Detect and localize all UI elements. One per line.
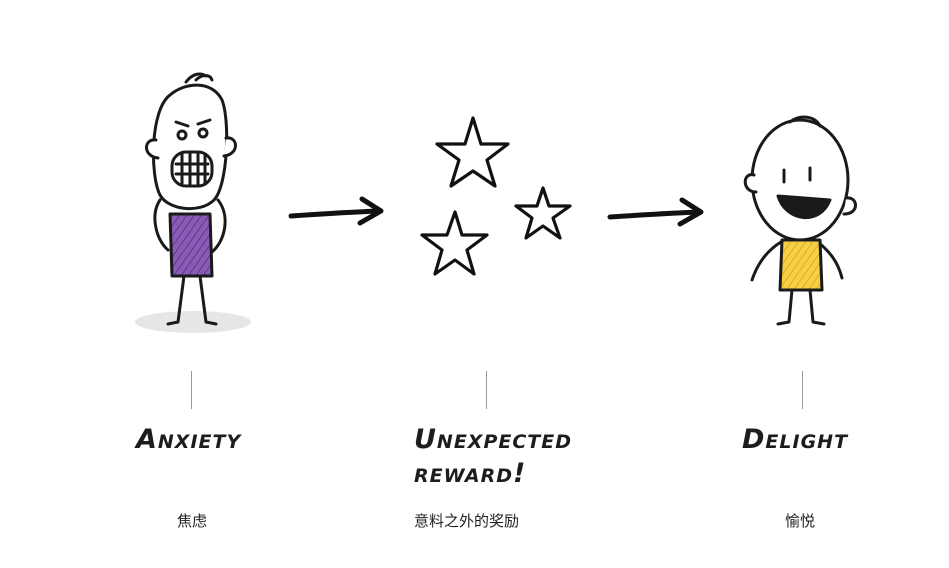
stage-title-anxiety: Anxiety: [136, 424, 242, 455]
divider: [802, 371, 803, 409]
divider: [486, 371, 487, 409]
stage-title-unexpected: Unexpected: [414, 424, 573, 455]
stage-title-reward: reward!: [414, 458, 527, 489]
arrow-right-icon: [607, 197, 704, 227]
anxious-stickman-icon: [135, 72, 251, 333]
stage-caption-anxiety: 焦虑: [177, 512, 208, 530]
stage-caption-delight: 愉悦: [785, 512, 816, 530]
arrow-right-icon: [288, 196, 384, 226]
happy-stickman-icon: [743, 115, 857, 326]
divider: [191, 371, 192, 409]
star-icon: [420, 116, 572, 276]
stage-title-delight: Delight: [742, 424, 849, 455]
stage-caption-reward: 意料之外的奖励: [414, 512, 520, 530]
